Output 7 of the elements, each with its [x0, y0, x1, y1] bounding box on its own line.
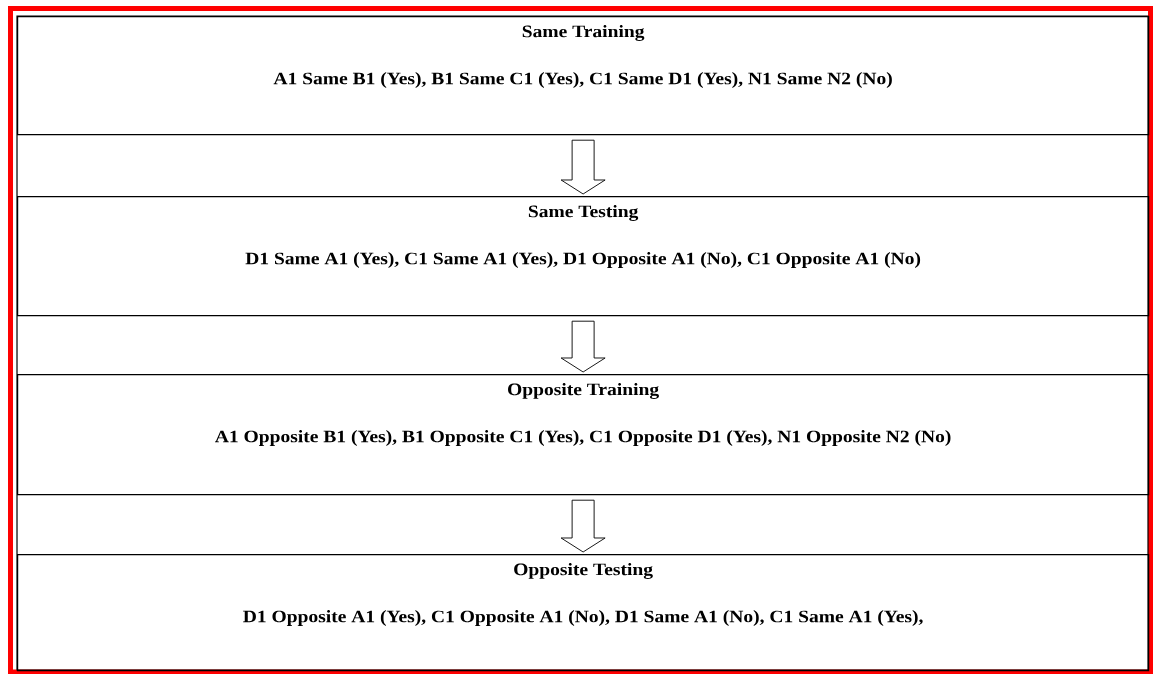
process-box: Opposite Testing D1 Opposite A1 (Yes), C1 Opposite A1 (No), D1 Same A1 (No), C1 Same A1 (Yes), [17, 554, 1150, 672]
block-arrow [560, 139, 606, 195]
process-box: Same Training A1 Same B1 (Yes), B1 Same C1 (Yes), C1 Same D1 (Yes), N1 Same N2 (No) [17, 16, 1150, 136]
block-arrow [560, 320, 606, 373]
block-arrow [560, 499, 606, 553]
process-box: Opposite Training A1 Opposite B1 (Yes), B1 Opposite C1 (Yes), C1 Opposite D1 (Yes), N1 Opposite N2 (No) [17, 374, 1150, 496]
process-box: Same Testing D1 Same A1 (Yes), C1 Same A1 (Yes), D1 Opposite A1 (No), C1 Opposite A1 (No) [17, 196, 1150, 317]
